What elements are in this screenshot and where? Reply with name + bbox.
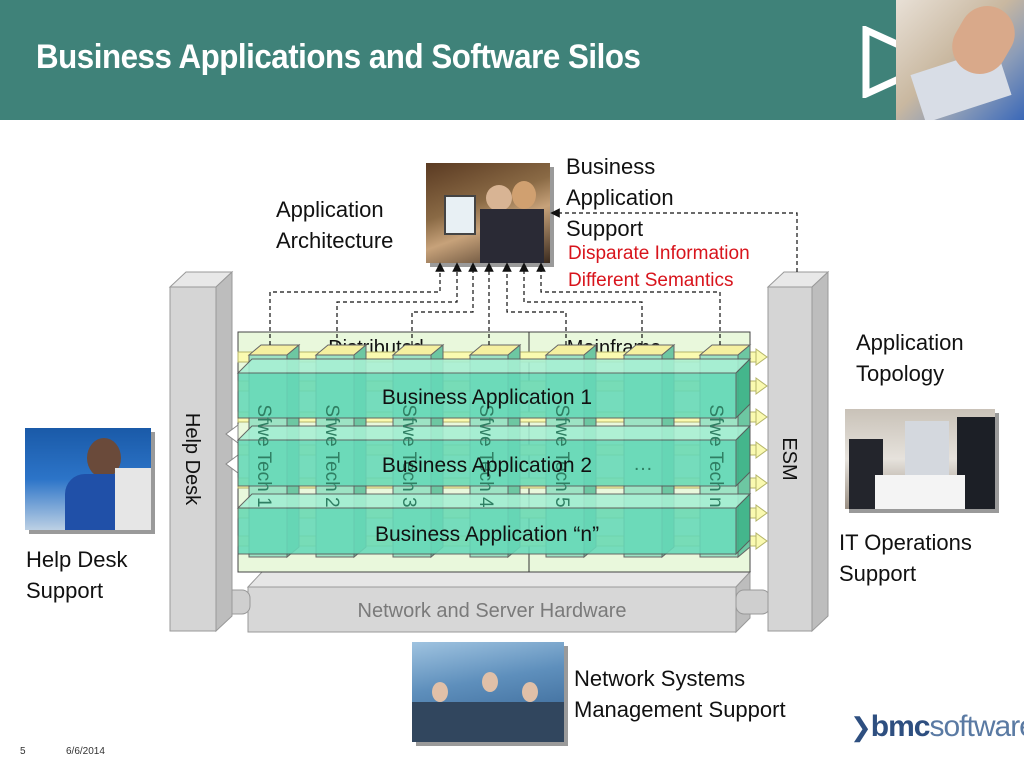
it-operations-support-label: IT Operations Support [839,530,972,586]
presenter-hand-photo [896,0,1024,120]
application-topology-label: Application Topology [856,330,964,386]
tech-label-5: Sfwe Tech 5 [551,404,572,507]
business-application-support-label: Business Application Support [566,154,674,241]
tech-column-labels: Sfwe Tech 1 Sfwe Tech 2 Sfwe Tech 3 Sfwe… [253,404,726,508]
help-desk-support-label: Help Desk Support [26,547,128,603]
bmc-logo-mark-icon: ❯ [850,712,872,742]
hardware-base: Network and Server Hardware [221,570,771,634]
hardware-base-label: Network and Server Hardware [358,600,627,622]
disparate-information-label: Disparate Information [568,243,750,264]
office-team-computer-photo [426,163,550,263]
business-app-label-1: Business Application 1 [382,386,592,409]
page-number: 5 [20,746,26,757]
ellipsis-label: … [633,453,653,475]
help-desk-agent-photo [25,428,151,530]
it-operations-meeting-photo [845,409,995,509]
esm-pillar-label: ESM [778,437,800,480]
logo-brand-light: software [929,710,1024,743]
application-architecture-label: Application Architecture [276,197,394,253]
slide-title: Business Applications and Software Silos [36,38,641,76]
slide-date: 6/6/2014 [66,746,105,757]
business-app-bar-2 [236,424,752,488]
tech-label-n: Sfwe Tech n [705,404,726,507]
bmc-software-logo: ❯bmcsoftware [850,710,1024,744]
logo-brand-bold: bmc [870,710,931,743]
title-bar: Business Applications and Software Silos [0,0,1024,120]
esm-pillar: ESM [766,270,830,633]
tech-label-1: Sfwe Tech 1 [253,404,274,507]
tech-label-2: Sfwe Tech 2 [321,404,342,507]
business-app-bar-1 [236,357,752,420]
different-semantics-label: Different Semantics [568,270,734,291]
help-desk-pillar-label: Help Desk [181,413,203,506]
data-flow-lines [269,208,798,345]
business-app-bar-n [236,492,752,556]
business-app-label-n: Business Application “n” [375,523,599,546]
tech-label-3: Sfwe Tech 3 [398,404,419,507]
network-systems-management-support-label: Network Systems Management Support [574,666,786,722]
business-app-bars [236,357,752,556]
network-operations-center-photo [412,642,564,742]
tech-label-4: Sfwe Tech 4 [475,404,496,508]
help-desk-pillar: Help Desk [168,270,234,633]
business-app-label-2: Business Application 2 [382,454,592,477]
